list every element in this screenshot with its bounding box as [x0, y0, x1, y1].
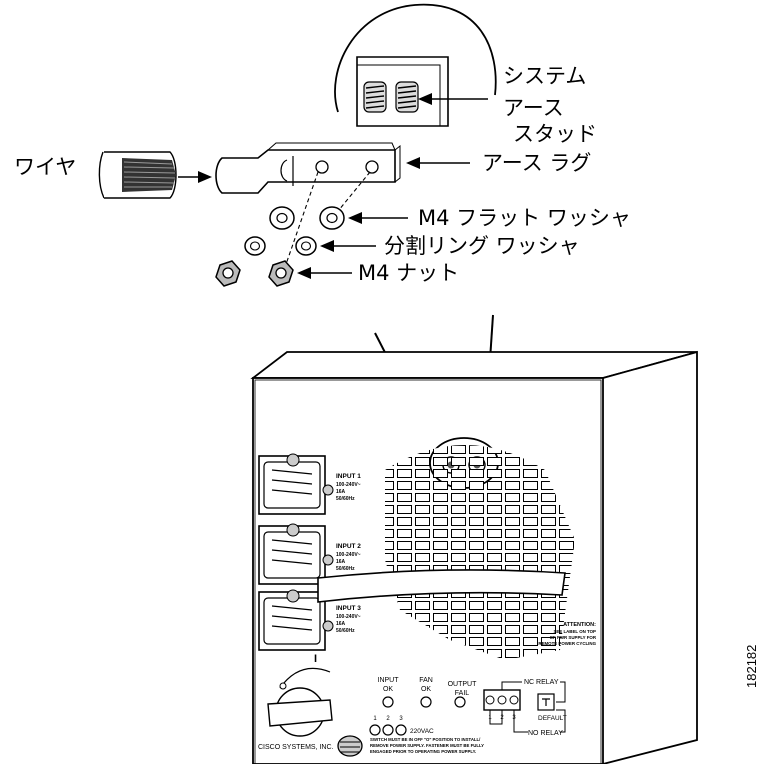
leader-flat-washer	[348, 212, 408, 224]
ac-inlet-icon	[258, 589, 334, 651]
attention-line-2: SEE LABEL ON TOP	[553, 629, 596, 634]
led-output-label-1: OUTPUT	[448, 681, 478, 688]
relay-number-3: 3	[512, 715, 516, 721]
led-fan-label-1: FAN	[419, 677, 433, 684]
figure-id: 182182	[744, 645, 759, 688]
label-earth-lug: アース ラグ	[482, 151, 592, 175]
input3-rating-1: 100-240V~	[336, 614, 361, 620]
ac-inlet-icon	[258, 453, 334, 515]
wire-icon	[98, 151, 177, 199]
led-input-label-1: INPUT	[378, 677, 400, 684]
led-number-2: 2	[386, 716, 390, 722]
relay-number-1: 1	[488, 715, 492, 721]
label-flat-washer: M4 フラット ワッシャ	[418, 206, 631, 230]
input1-rating-3: 50/60Hz	[336, 496, 355, 502]
handle-icon	[317, 569, 566, 603]
input2-title: INPUT 2	[336, 543, 361, 550]
led-output-label-2: FAIL	[455, 690, 470, 697]
relay-number-2: 2	[500, 715, 504, 721]
input1-rating-2: 16A	[336, 489, 346, 495]
input3-rating-2: 16A	[336, 621, 346, 627]
default-label: DEFAULT	[538, 715, 567, 722]
leader-system-earth-stud	[418, 93, 488, 105]
nc-relay-label: NC RELAY	[524, 679, 559, 686]
status-leds	[369, 696, 466, 736]
input2-rating-3: 50/60Hz	[336, 566, 355, 572]
relay-terminal-icon	[483, 681, 566, 733]
led-number-3: 3	[399, 716, 403, 722]
input2-rating-1: 100-240V~	[336, 552, 361, 558]
input1-rating-1: 100-240V~	[336, 482, 361, 488]
wire-arrow	[178, 171, 212, 183]
nut-icon	[215, 260, 294, 287]
led-number-1: 1	[373, 716, 377, 722]
label-system-earth-stud-1: システム	[503, 64, 587, 88]
warning-line-3: ENGAGED PRIOR TO OPERATING POWER SUPPLY.	[370, 749, 476, 754]
split-ring-washer-icon	[244, 236, 317, 256]
warning-line-2: REMOVE POWER SUPPLY. FASTENER MUST BE FU…	[370, 743, 484, 748]
brand-label: CISCO SYSTEMS, INC.	[258, 744, 334, 751]
captive-screw-icon	[337, 735, 363, 757]
switch-on-mark: I	[314, 653, 317, 665]
led-input-label-2: OK	[383, 686, 393, 693]
label-nut: M4 ナット	[358, 261, 460, 285]
label-system-earth-stud-3: スタッド	[513, 122, 597, 146]
earth-stud-icon	[363, 81, 419, 113]
attention-line-4: REMOTE POWER CYCLING	[538, 641, 596, 646]
input3-rating-3: 50/60Hz	[336, 628, 355, 634]
no-relay-label: NO RELAY	[528, 730, 563, 737]
leader-split-ring-washer	[320, 240, 376, 252]
led-fan-label-2: OK	[421, 686, 431, 693]
earth-lug-icon	[215, 142, 401, 194]
led-220vac: 220VAC	[410, 728, 434, 735]
input3-title: INPUT 3	[336, 605, 361, 612]
input1-title: INPUT 1	[336, 473, 361, 480]
ac-inputs	[258, 453, 334, 651]
leader-nut	[297, 267, 352, 279]
label-wire: ワイヤ	[14, 155, 77, 179]
leader-earth-lug	[406, 157, 470, 169]
detail-magnifier	[334, 3, 497, 127]
ac-inlet-icon	[258, 523, 334, 585]
attention-line-1: ATTENTION:	[563, 622, 596, 628]
flat-washer-icon	[269, 206, 345, 230]
label-split-ring-washer: 分割リング ワッシャ	[384, 234, 580, 258]
input2-rating-2: 16A	[336, 559, 346, 565]
label-system-earth-stud-2: アース	[503, 96, 564, 120]
alignment-dashes	[283, 171, 371, 271]
power-switch-icon	[267, 667, 333, 737]
attention-line-3: OF PWR SUPPLY FOR	[550, 635, 597, 640]
warning-line-1: SWITCH MUST BE IN OFF "O" POSITION TO IN…	[370, 737, 481, 742]
